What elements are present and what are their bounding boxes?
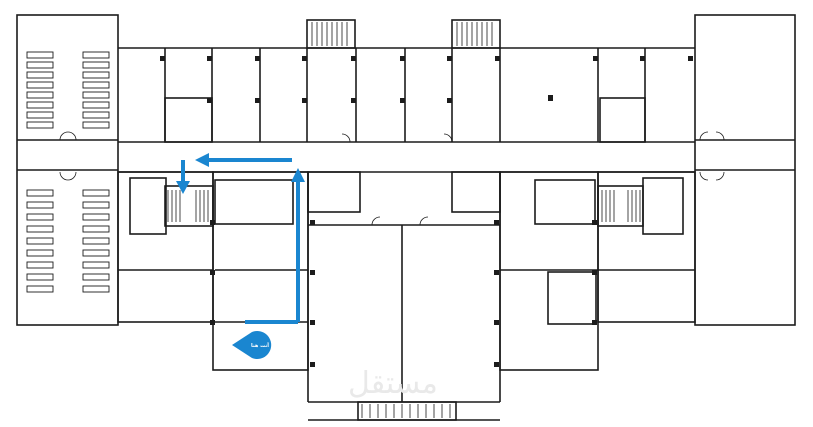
desks-left	[26, 51, 110, 293]
route-path	[176, 153, 305, 324]
top-right-stairs	[451, 19, 501, 49]
bottom-stairs	[357, 401, 457, 421]
door-swings	[59, 131, 725, 226]
stair-treads	[167, 22, 641, 418]
watermark: مستقل	[348, 366, 438, 401]
you-are-here-pin: أنت هنا	[232, 331, 272, 359]
columns	[160, 56, 693, 367]
wall-lines	[16, 14, 796, 421]
top-left-stairs	[306, 19, 356, 49]
pin-label: أنت هنا	[251, 342, 269, 349]
